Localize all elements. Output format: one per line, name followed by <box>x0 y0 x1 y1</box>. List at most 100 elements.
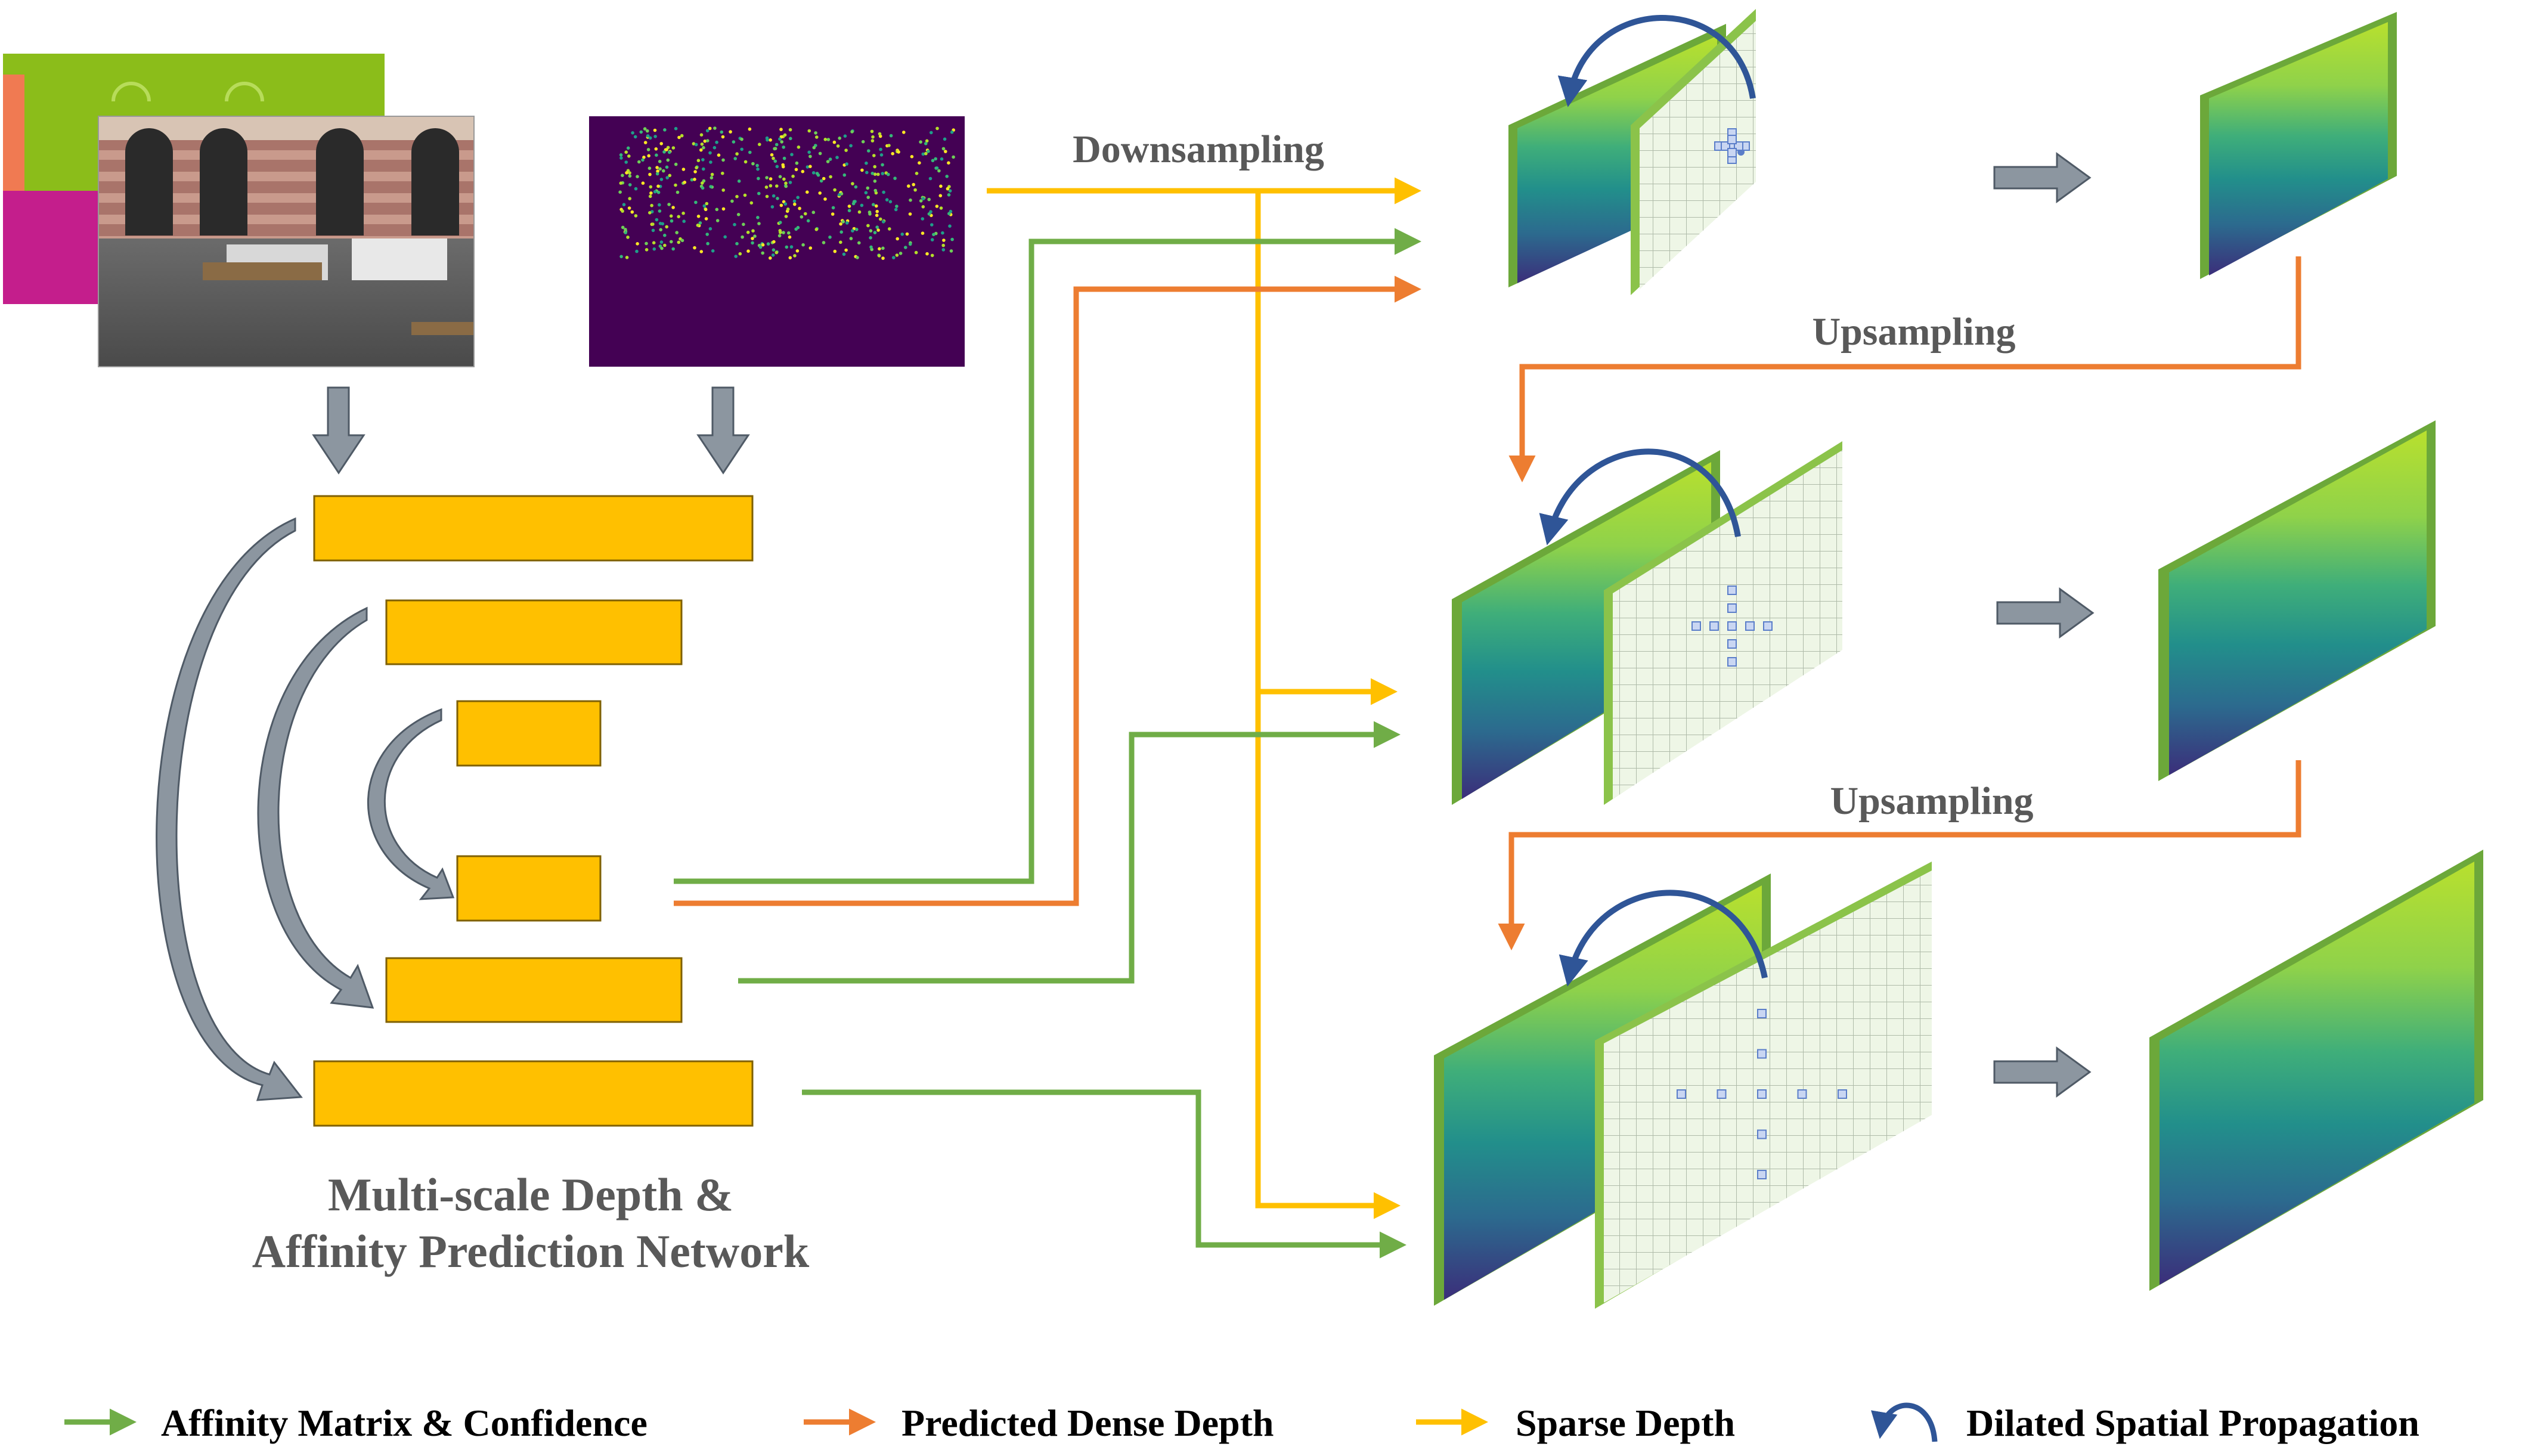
sparse-point <box>941 147 946 151</box>
sparse-point <box>702 204 707 208</box>
sparse-point <box>648 136 652 140</box>
sparse-point <box>864 191 868 195</box>
sparse-point <box>879 147 882 151</box>
sparse-point <box>624 228 627 231</box>
kernel-cell <box>1691 621 1701 631</box>
sparse-point <box>831 212 835 216</box>
sparse-point <box>655 166 659 169</box>
sparse-point <box>729 130 732 134</box>
sparse-point <box>648 211 652 215</box>
sparse-point <box>735 241 739 246</box>
sparse-point <box>930 238 934 241</box>
sparse-point <box>645 241 648 246</box>
sparse-point <box>757 222 761 225</box>
sparse-point <box>628 197 631 200</box>
sparse-point <box>915 172 919 175</box>
sparse-point <box>631 131 634 135</box>
sparse-point <box>645 248 649 252</box>
sparse-point <box>628 171 631 175</box>
sparse-point <box>815 135 819 139</box>
sparse-point <box>659 240 664 244</box>
sparse-point <box>651 228 655 233</box>
sparse-point <box>875 204 878 208</box>
sparse-point <box>778 221 782 224</box>
sparse-point <box>693 170 697 174</box>
sparse-point <box>619 181 623 185</box>
sparse-point <box>704 217 708 221</box>
sparse-point <box>751 229 755 233</box>
sparse-point <box>701 158 705 162</box>
sparse-point <box>764 185 769 189</box>
sparse-point <box>919 140 922 144</box>
sparse-point <box>801 243 805 247</box>
kernel-cell <box>1757 1009 1767 1018</box>
sparse-point <box>717 153 721 157</box>
sparse-point <box>734 255 738 258</box>
sparse-point <box>696 159 701 163</box>
sparse-point <box>778 229 782 233</box>
sparse-point <box>636 175 639 179</box>
sparse-point <box>712 145 717 150</box>
sparse-point <box>837 193 841 197</box>
sparse-point <box>888 227 891 231</box>
encoder-block-2 <box>385 599 683 665</box>
sparse-point <box>891 151 894 156</box>
sparse-point <box>887 144 891 147</box>
sparse-point <box>699 250 704 253</box>
sparse-point <box>907 184 910 188</box>
sparse-point <box>939 184 943 188</box>
sparse-point <box>639 130 643 134</box>
sparse-point <box>656 184 660 188</box>
kernel-cell <box>1727 639 1737 649</box>
gray-down-arrow <box>696 386 750 475</box>
sparse-point <box>743 160 748 164</box>
sparse-point <box>844 248 848 252</box>
sparse-point <box>814 228 819 231</box>
sparse-point <box>671 247 675 251</box>
sparse-point <box>850 130 854 134</box>
sparse-point <box>748 150 752 154</box>
sparse-point <box>630 210 634 214</box>
sparse-point <box>796 196 800 200</box>
sparse-point <box>808 154 812 159</box>
downsampling-label: Downsampling <box>1073 128 1324 171</box>
sparse-point <box>876 172 880 176</box>
sparse-point <box>699 133 704 137</box>
sparse-point <box>622 203 626 207</box>
sparse-point <box>921 197 925 200</box>
stage3-propagation-arrow <box>1559 890 1768 987</box>
kernel-cell <box>1763 621 1773 631</box>
sparse-point <box>831 206 835 210</box>
sparse-point <box>839 222 842 226</box>
sparse-point <box>765 176 769 179</box>
sparse-point <box>711 249 715 253</box>
sparse-point <box>860 203 864 207</box>
sparse-point <box>879 153 884 157</box>
sparse-point <box>774 250 779 255</box>
sparse-point <box>693 178 696 181</box>
sparse-point <box>761 243 765 247</box>
sparse-point <box>908 212 912 216</box>
sparse-point <box>781 165 785 169</box>
sparse-point <box>876 228 880 232</box>
sparse-point <box>674 183 677 187</box>
sparse-point <box>653 190 657 194</box>
sparse-point <box>950 130 954 134</box>
sparse-point <box>651 222 655 226</box>
sparse-point <box>641 181 645 185</box>
sparse-point <box>775 184 779 188</box>
sparse-point <box>733 157 737 160</box>
sparse-point <box>655 153 658 157</box>
sparse-point <box>934 166 938 170</box>
sparse-point <box>626 236 630 239</box>
sparse-point <box>921 152 925 156</box>
curved-arrow-icon <box>1871 1402 1938 1442</box>
sparse-point <box>952 155 955 159</box>
kernel-cell <box>1838 1089 1847 1099</box>
decoder-block-1 <box>456 855 602 922</box>
sparse-point <box>624 160 628 164</box>
sparse-point <box>721 158 725 162</box>
sparse-point <box>833 249 837 253</box>
sparse-point <box>838 137 841 140</box>
sparse-point <box>702 167 705 171</box>
